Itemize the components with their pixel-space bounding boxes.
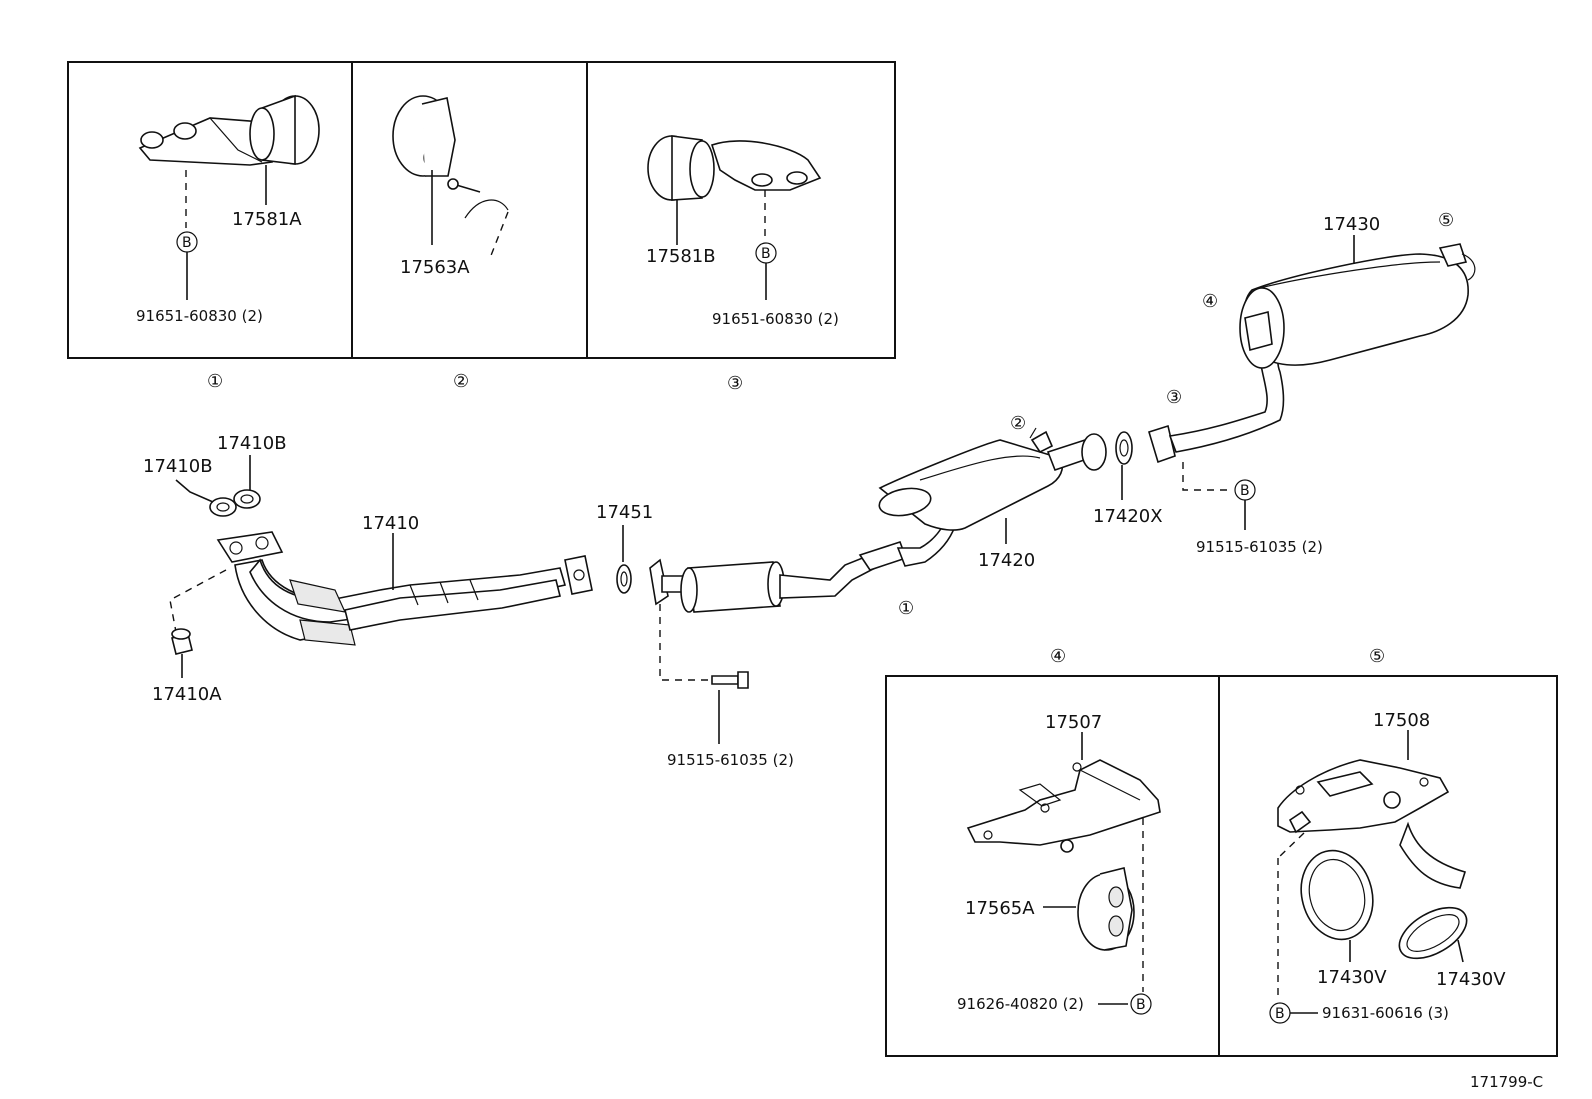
bracket-17507-drawing — [966, 759, 1161, 853]
center-pipe-17420-drawing — [878, 427, 1107, 531]
part-label-17581b: 17581B — [646, 246, 716, 267]
bolt-label-mid: 91515-61035 (2) — [667, 751, 794, 769]
rubber-hanger-17565a-drawing — [1077, 867, 1135, 951]
bolt-label-panel4: 91626-40820 (2) — [957, 995, 1084, 1013]
bolt-guide-dash-mid — [659, 604, 712, 681]
panel-numbers-top: ① ② ③ — [207, 371, 743, 394]
panel-number-1: ① — [207, 371, 223, 392]
part-label-17451: 17451 — [596, 502, 653, 523]
gasket-17410b-a — [209, 497, 237, 517]
part-label-17430v-a: 17430V — [1317, 967, 1387, 988]
bolt-label-panel5: 91631-60616 (3) — [1322, 1004, 1449, 1022]
top-panels-frame — [67, 61, 896, 359]
bolt-mark-b-3: B — [761, 246, 771, 262]
gasket-17420x: 17420X — [1093, 431, 1163, 527]
panel-number-2: ② — [453, 371, 469, 392]
part-label-17507: 17507 — [1045, 712, 1102, 733]
rubber-hanger-17563a-drawing — [392, 95, 509, 259]
part-label-17420x: 17420X — [1093, 506, 1163, 527]
panel-number-5: ⑤ — [1369, 646, 1385, 667]
diagram-id: 171799-C — [1470, 1073, 1543, 1091]
leader-17410b-left — [175, 479, 214, 503]
leader-17430v-b — [1457, 939, 1464, 963]
callout-4-main: ④ — [1202, 291, 1218, 312]
tail-pipe-17430-drawing — [1148, 243, 1476, 464]
bolt-mark-b: B — [182, 235, 192, 251]
part-label-17410: 17410 — [362, 513, 419, 534]
bottom-panels-frame — [885, 675, 1558, 1057]
part-label-17430v-b: 17430V — [1436, 969, 1506, 990]
bolt-label-panel3: 91651-60830 (2) — [712, 310, 839, 328]
part-label-17508: 17508 — [1373, 710, 1430, 731]
gasket-17451: 17451 — [596, 502, 653, 594]
hanger-bracket-17581a-drawing — [138, 94, 320, 166]
panel-2: 17563A — [392, 95, 509, 278]
nut-17410a: 17410A — [152, 569, 227, 705]
part-label-17410b-top: 17410B — [217, 433, 287, 454]
pre-muffler-drawing — [649, 518, 956, 613]
bolt-mark-circle-4 — [1130, 993, 1152, 1015]
panel-number-4: ④ — [1050, 646, 1066, 667]
bolt-label-panel1: 91651-60830 (2) — [136, 307, 263, 325]
bracket-17508-drawing — [1277, 759, 1467, 889]
gasket-17430v-b-drawing — [1398, 906, 1468, 960]
panel-3: 17581B B 91651-60830 (2) — [646, 135, 839, 328]
panel-number-3: ③ — [727, 373, 743, 394]
part-label-17420: 17420 — [978, 550, 1035, 571]
panel-4: 17507 17565A 91626-40820 (2) B — [957, 712, 1161, 1015]
callout-1-main: ① — [898, 598, 914, 619]
part-label-17410a: 17410A — [152, 684, 222, 705]
bolt-mark-b-5: B — [1275, 1006, 1285, 1022]
bolt-mark-b-4: B — [1136, 997, 1146, 1013]
gaskets-17410b: 17410B 17410B — [143, 433, 287, 517]
part-label-17581a: 17581A — [232, 209, 302, 230]
hanger-bracket-17581b-drawing — [647, 135, 822, 201]
bolt-mark-b-rear: B — [1240, 483, 1250, 499]
panel-1: 17581A B 91651-60830 (2) — [136, 94, 320, 325]
bolt-guide-dash-5a — [1277, 832, 1305, 859]
callout-3-main: ③ — [1166, 387, 1182, 408]
front-pipe-17410-drawing — [216, 531, 593, 646]
part-label-17563a: 17563A — [400, 257, 470, 278]
gasket-17410b-b — [233, 489, 261, 509]
part-label-17410b-left: 17410B — [143, 456, 213, 477]
part-label-17565a: 17565A — [965, 898, 1035, 919]
part-label-17430: 17430 — [1323, 214, 1380, 235]
callout-5-main: ⑤ — [1438, 210, 1454, 231]
bolt-91515-mid: 91515-61035 (2) — [667, 671, 794, 769]
bolt-label-rear: 91515-61035 (2) — [1196, 538, 1323, 556]
panel-5: 17508 17430V 17430V B 91631-60616 (3) — [1269, 710, 1506, 1024]
callout-2-main: ② — [1010, 413, 1026, 434]
gasket-17430v-a-drawing — [1300, 849, 1374, 941]
top-detail-panels — [67, 61, 896, 359]
bolt-guide-dash-rear — [1182, 462, 1228, 491]
